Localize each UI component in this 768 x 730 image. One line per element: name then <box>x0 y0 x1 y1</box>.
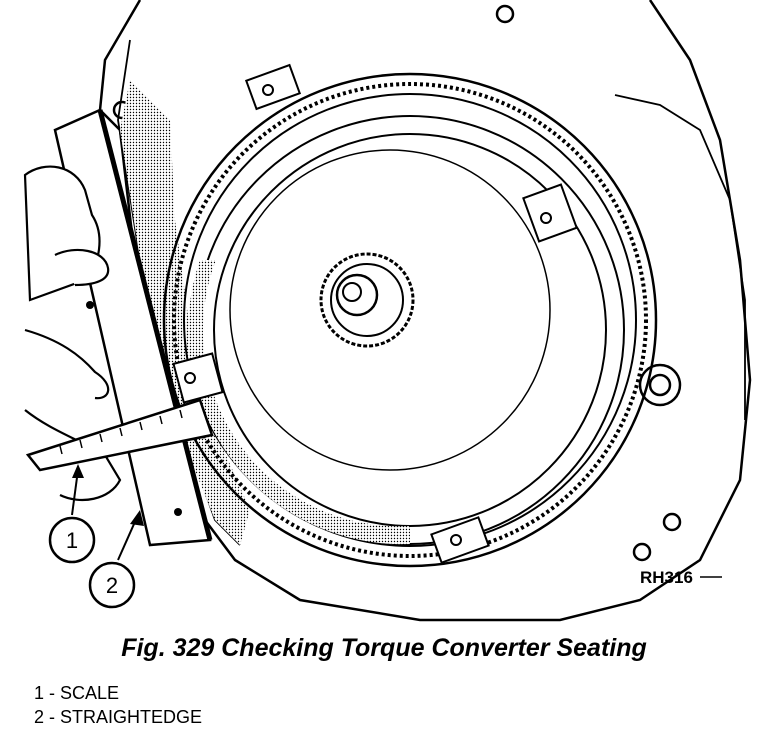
callout-1: 1 <box>48 464 96 564</box>
figure-caption: Fig. 329 Checking Torque Converter Seati… <box>121 634 647 662</box>
legend-item-straightedge: 2 - STRAIGHTEDGE <box>34 707 203 727</box>
reference-code: RH316 <box>640 568 693 587</box>
callout-2: 2 <box>88 510 144 609</box>
callout-2-label: 2 <box>106 573 118 598</box>
converter-shadow <box>188 260 410 545</box>
torque-converter-illustration: 1 2 RH316 <box>23 0 752 622</box>
hand <box>23 165 122 502</box>
scale-ruler <box>25 398 214 472</box>
drive-lugs <box>172 63 578 564</box>
ring-gear <box>162 72 658 568</box>
converter-hub <box>319 252 415 348</box>
legend-item-scale: 1 - SCALE <box>34 683 120 703</box>
callout-1-label: 1 <box>66 528 78 553</box>
